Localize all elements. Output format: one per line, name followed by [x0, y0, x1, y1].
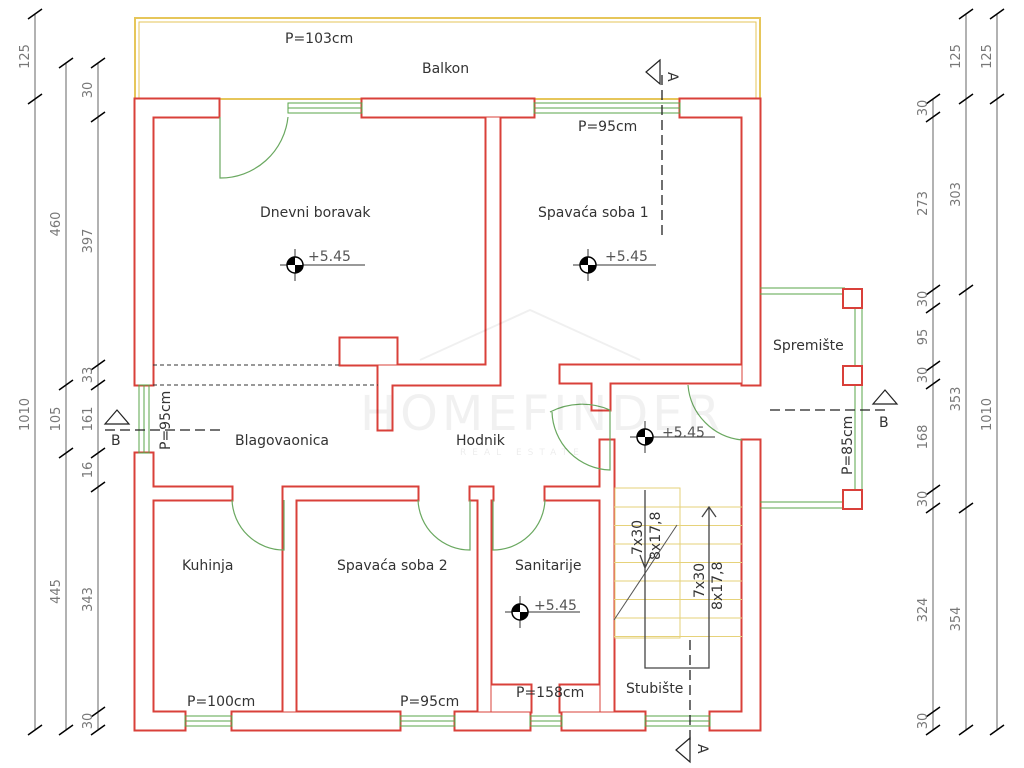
dimension-label: 1010: [980, 398, 995, 431]
balcony-outline: [134, 17, 761, 100]
section-lines: [105, 75, 885, 740]
staircase: 7x30 8x17,8 7x30 8x17,8: [613, 487, 742, 669]
level-dnevni: +5.45: [308, 249, 351, 265]
section-markers: [103, 58, 899, 764]
room-label-kuhinja: Kuhinja: [182, 558, 233, 574]
section-b-left: B: [111, 433, 121, 449]
dimension-label: 1010: [18, 398, 33, 431]
dimension-label: 105: [49, 407, 64, 432]
room-label-spavaca1: Spavaća soba 1: [538, 205, 649, 221]
room-label-sanitarije: Sanitarije: [515, 558, 581, 574]
room-label-stubiste: Stubište: [626, 681, 683, 697]
level-spavaca1: +5.45: [605, 249, 648, 265]
stair-label-a1: 7x30: [630, 520, 646, 555]
dimension-label: 30: [916, 713, 931, 730]
dimension-label: 460: [49, 212, 64, 237]
stair-label-a2: 8x17,8: [648, 512, 664, 560]
doors: [219, 116, 743, 551]
section-a-bottom: A: [694, 744, 710, 754]
room-label-spavaca2: Spavaća soba 2: [337, 558, 448, 574]
dimension-lines: [27, 8, 1005, 736]
level-sanitarije: +5.45: [534, 598, 577, 614]
room-label-blagovaonica: Blagovaonica: [235, 433, 329, 449]
dimension-label: 445: [49, 579, 64, 604]
dimension-label: 273: [916, 191, 931, 216]
room-label-spremiste: Spremište: [773, 338, 844, 354]
dimension-label: 343: [81, 587, 96, 612]
opening-spremiste: P=85cm: [840, 416, 856, 475]
watermark: HOMEFINDER REAL ESTATE: [360, 308, 724, 458]
dimension-label: 397: [81, 229, 96, 254]
dimension-label: 30: [81, 82, 96, 99]
opening-spavaca1: P=95cm: [578, 119, 637, 135]
dimension-label: 354: [949, 607, 964, 632]
section-b-right: B: [879, 415, 889, 431]
room-label-dnevni: Dnevni boravak: [260, 205, 371, 221]
stair-arrow: [639, 490, 717, 669]
opening-spavaca2: P=95cm: [400, 694, 459, 710]
opening-balkon: P=103cm: [285, 31, 353, 47]
level-marker-icon: [630, 421, 715, 453]
storage-walls: [760, 287, 863, 509]
stair-label-b1: 7x30: [692, 563, 708, 598]
level-hodnik: +5.45: [662, 425, 705, 441]
dimension-label: 30: [916, 100, 931, 117]
storage-posts: [842, 288, 863, 510]
watermark-sub: REAL ESTATE: [460, 448, 585, 458]
room-label-hodnik: Hodnik: [456, 433, 506, 449]
level-marker-icon: [505, 596, 580, 628]
dimension-label: 30: [81, 713, 96, 730]
level-marker-icon: [573, 249, 656, 281]
watermark-name: HOMEFINDER: [360, 386, 724, 442]
dimension-label: 161: [81, 407, 96, 432]
dimension-label: 30: [916, 491, 931, 508]
opening-sanitarije: P=158cm: [516, 685, 584, 701]
dimension-label: 33: [81, 367, 96, 384]
opening-kuhinja: P=100cm: [187, 694, 255, 710]
dimension-label: 125: [18, 44, 33, 69]
level-marker-icon: [280, 249, 365, 281]
dimension-label: 324: [916, 598, 931, 623]
dimension-label: 353: [949, 387, 964, 412]
beam-lines: [153, 364, 378, 386]
windows: [138, 102, 711, 727]
stair-label-b2: 8x17,8: [710, 562, 726, 610]
dimension-label: 125: [980, 44, 995, 69]
dimension-label: 30: [916, 291, 931, 308]
dimension-label: 16: [81, 462, 96, 479]
room-label-balkon: Balkon: [422, 61, 469, 77]
dimension-label: 168: [916, 425, 931, 450]
dimension-label: 30: [916, 367, 931, 384]
dimension-label: 303: [949, 182, 964, 207]
dimension-label: 125: [949, 44, 964, 69]
opening-blagovaonica: P=95cm: [158, 391, 174, 450]
dimension-label: 95: [916, 329, 931, 346]
section-a-top: A: [664, 72, 680, 82]
